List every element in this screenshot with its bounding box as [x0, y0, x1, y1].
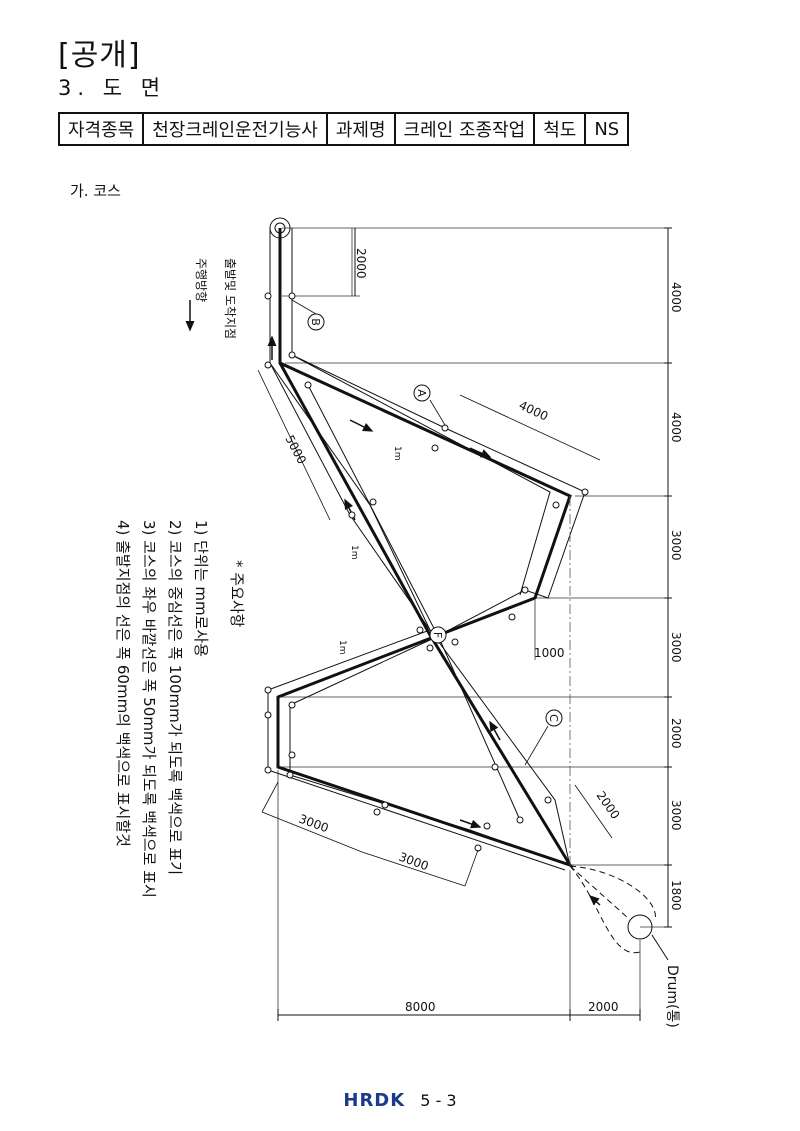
dim-text-right-3000-1: 3000 [669, 530, 683, 561]
bottom-dimension [277, 1009, 641, 1021]
course-dots [264, 292, 589, 852]
note-item-3: 3) 코스의 좌우 바깥선은 폭 50mm가 되도록 백색으로 표시 [140, 520, 158, 898]
info-cell-scale-label: 척도 [533, 112, 587, 146]
hrdk-logo: HRDK [343, 1090, 406, 1111]
point-markers [307, 313, 563, 727]
info-cell-qualification: 천장크레인운전기능사 [142, 112, 328, 146]
right-dimension-chain [664, 227, 672, 928]
dim-text-3000-a: 3000 [297, 812, 330, 836]
dim-text-bottom-8000: 8000 [405, 1000, 436, 1014]
dim-text-2000-top: 2000 [354, 248, 368, 279]
info-cell-qualification-label: 자격종목 [57, 112, 145, 146]
info-cell-task: 크레인 조종작업 [393, 112, 536, 146]
dim-text-right-2000: 2000 [669, 718, 683, 749]
section-title: 3. 도 면 [58, 76, 167, 100]
note-item-2: 2) 코스의 중심선은 폭 100mm가 되도록 백색으로 표기 [166, 520, 184, 875]
dim-text-right-3000-2: 3000 [669, 632, 683, 663]
note-item-1: 1) 단위는 mm로사용 [192, 520, 210, 657]
direction-arrows [185, 300, 601, 906]
diagonal-dimensions [257, 369, 613, 887]
note-item-4: 4) 출발지점의 선은 폭 60mm의 백색으로 표시할것 [114, 520, 132, 847]
dim-text-bottom-2000: 2000 [588, 1000, 619, 1014]
info-table: 자격종목 천장크레인운전기능사 과제명 크레인 조종작업 척도 NS [57, 112, 630, 146]
dim-text-1000: 1000 [534, 646, 565, 660]
footer: HRDK 5 - 3 [0, 1090, 800, 1111]
start-point-label: 출발및 도착지점 [223, 258, 237, 339]
dim-text-right-4000-1: 4000 [669, 282, 683, 313]
drum-icon [569, 865, 669, 961]
point-leaders [291, 299, 549, 766]
dim-text-3000-b: 3000 [397, 850, 430, 874]
point-label-c: C [547, 714, 560, 722]
dim-text-4000-diagonal: 4000 [517, 398, 551, 424]
start-point-marker [269, 217, 291, 239]
dim-text-1m-1: 1m [392, 446, 402, 461]
dim-text-right-1800: 1800 [669, 880, 683, 911]
course-centerline [276, 228, 574, 868]
dim-text-right-4000-2: 4000 [669, 412, 683, 443]
dim-text-5000: 5000 [282, 433, 309, 467]
drum-label: Drum(통) [664, 965, 680, 1028]
direction-label: 주행방향 [194, 258, 209, 302]
dim-text-1m-3: 1m [337, 640, 347, 655]
page-number: 5 - 3 [420, 1091, 457, 1110]
point-label-f: F [431, 632, 444, 638]
extension-lines [277, 227, 672, 1018]
dim-text-right-3000-3: 3000 [669, 800, 683, 831]
notes-heading: * 주요사항 [228, 560, 246, 628]
info-cell-task-label: 과제명 [325, 112, 396, 146]
point-label-b: B [309, 318, 322, 326]
info-cell-scale: NS [584, 112, 630, 146]
course-section-label: 가. 코스 [70, 182, 121, 200]
dim-text-1m-2: 1m [349, 545, 359, 560]
point-label-a: A [415, 389, 428, 397]
dim-text-2000-c: 2000 [594, 789, 623, 822]
public-mark: [공개] [58, 38, 141, 73]
